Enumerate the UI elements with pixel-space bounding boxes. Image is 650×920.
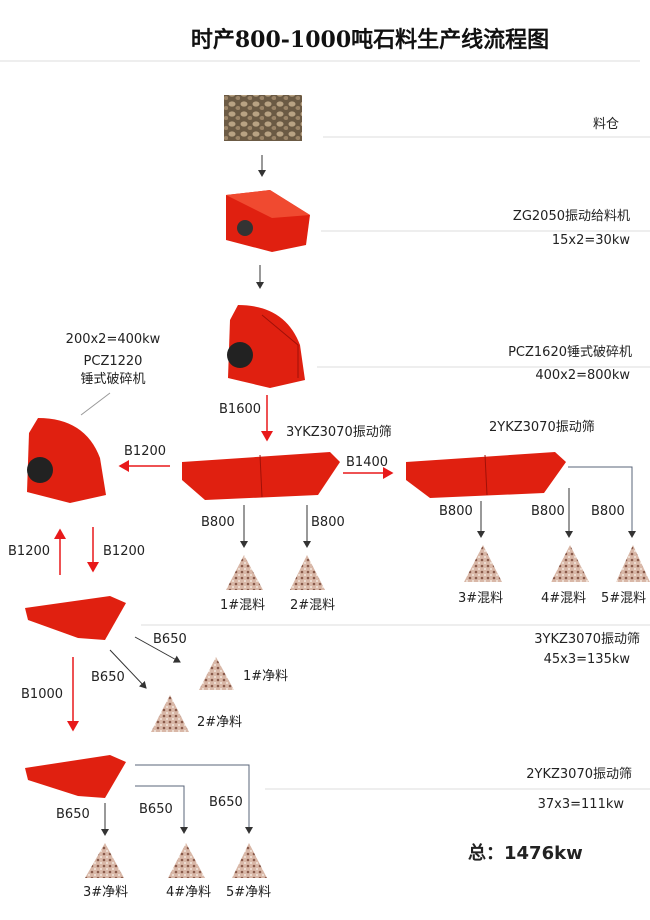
product-label: 5#净料 — [226, 885, 272, 900]
product-label: 5#混料 — [601, 591, 647, 606]
clean-pile-5 — [232, 843, 267, 878]
clean-pile-2 — [151, 695, 189, 732]
belt-label: B650 — [91, 670, 125, 685]
product-label: 1#净料 — [243, 669, 289, 684]
mixed-pile-5 — [616, 545, 650, 582]
vibrating-feeder-image — [226, 190, 310, 252]
callout-line — [80, 392, 111, 416]
belt-label: B1200 — [124, 444, 167, 459]
screen-c-power: 45x3=135kw — [543, 652, 630, 667]
belt-label: B800 — [591, 504, 625, 519]
product-label: 2#混料 — [290, 598, 336, 613]
feeder-power: 15x2=30kw — [551, 233, 630, 248]
mixed-pile-3 — [464, 545, 502, 582]
flow-arrow-b650 — [135, 785, 188, 834]
mixed-pile-4 — [551, 545, 589, 582]
flow-arrow-b800 — [568, 466, 636, 538]
vibrating-screen-a-image — [182, 452, 340, 500]
mixed-pile-1 — [226, 555, 263, 590]
belt-label: B800 — [531, 504, 565, 519]
product-label: 2#净料 — [197, 715, 243, 730]
flow-arrow-b650 — [134, 636, 181, 663]
hammer-crusher-image — [227, 305, 305, 388]
flow-arrow-b650 — [135, 764, 253, 834]
clean-pile-1 — [199, 657, 234, 690]
main-crusher-power: 400x2=800kw — [535, 368, 630, 383]
belt-label: B1600 — [219, 402, 262, 417]
belt-label: B650 — [56, 807, 90, 822]
feeder-label: ZG2050振动给料机 — [512, 209, 630, 224]
page-title: 时产800-1000吨石料生产线流程图 — [190, 27, 550, 53]
clean-pile-4 — [168, 843, 205, 878]
screen-d-label: 2YKZ3070振动筛 — [526, 767, 632, 782]
belt-label: B1200 — [8, 544, 51, 559]
vibrating-screen-b-image — [406, 452, 566, 498]
product-label: 1#混料 — [220, 598, 266, 613]
clean-pile-3 — [85, 843, 124, 878]
belt-label: B650 — [153, 632, 187, 647]
secondary-crusher-type: 锤式破碎机 — [80, 372, 146, 387]
belt-label: B1200 — [103, 544, 146, 559]
vibrating-screen-c-image — [25, 596, 126, 640]
screen-b-label: 2YKZ3070振动筛 — [489, 420, 595, 435]
product-label: 3#净料 — [83, 885, 129, 900]
belt-label: B1400 — [346, 455, 389, 470]
bin-label: 料仓 — [593, 117, 620, 132]
secondary-crusher-image — [27, 418, 106, 503]
product-label: 4#混料 — [541, 591, 587, 606]
belt-label: B800 — [201, 515, 235, 530]
product-label: 3#混料 — [458, 591, 504, 606]
screen-a-label: 3YKZ3070振动筛 — [286, 425, 392, 440]
secondary-crusher-model: PCZ1220 — [83, 354, 143, 369]
total-power: 总：1476kw — [468, 843, 583, 864]
screen-c-label: 3YKZ3070振动筛 — [534, 632, 640, 647]
belt-label: B650 — [139, 802, 173, 817]
main-crusher-label: PCZ1620锤式破碎机 — [508, 345, 632, 360]
secondary-crusher-power: 200x2=400kw — [65, 332, 161, 347]
product-label: 4#净料 — [166, 885, 212, 900]
belt-label: B650 — [209, 795, 243, 810]
belt-label: B800 — [439, 504, 473, 519]
screen-d-power: 37x3=111kw — [537, 797, 624, 812]
stone-bin-image — [224, 95, 302, 141]
mixed-pile-2 — [290, 555, 325, 590]
flow-arrow-b650 — [109, 649, 147, 689]
vibrating-screen-d-image — [25, 755, 126, 798]
belt-label: B1000 — [21, 687, 64, 702]
belt-label: B800 — [311, 515, 345, 530]
